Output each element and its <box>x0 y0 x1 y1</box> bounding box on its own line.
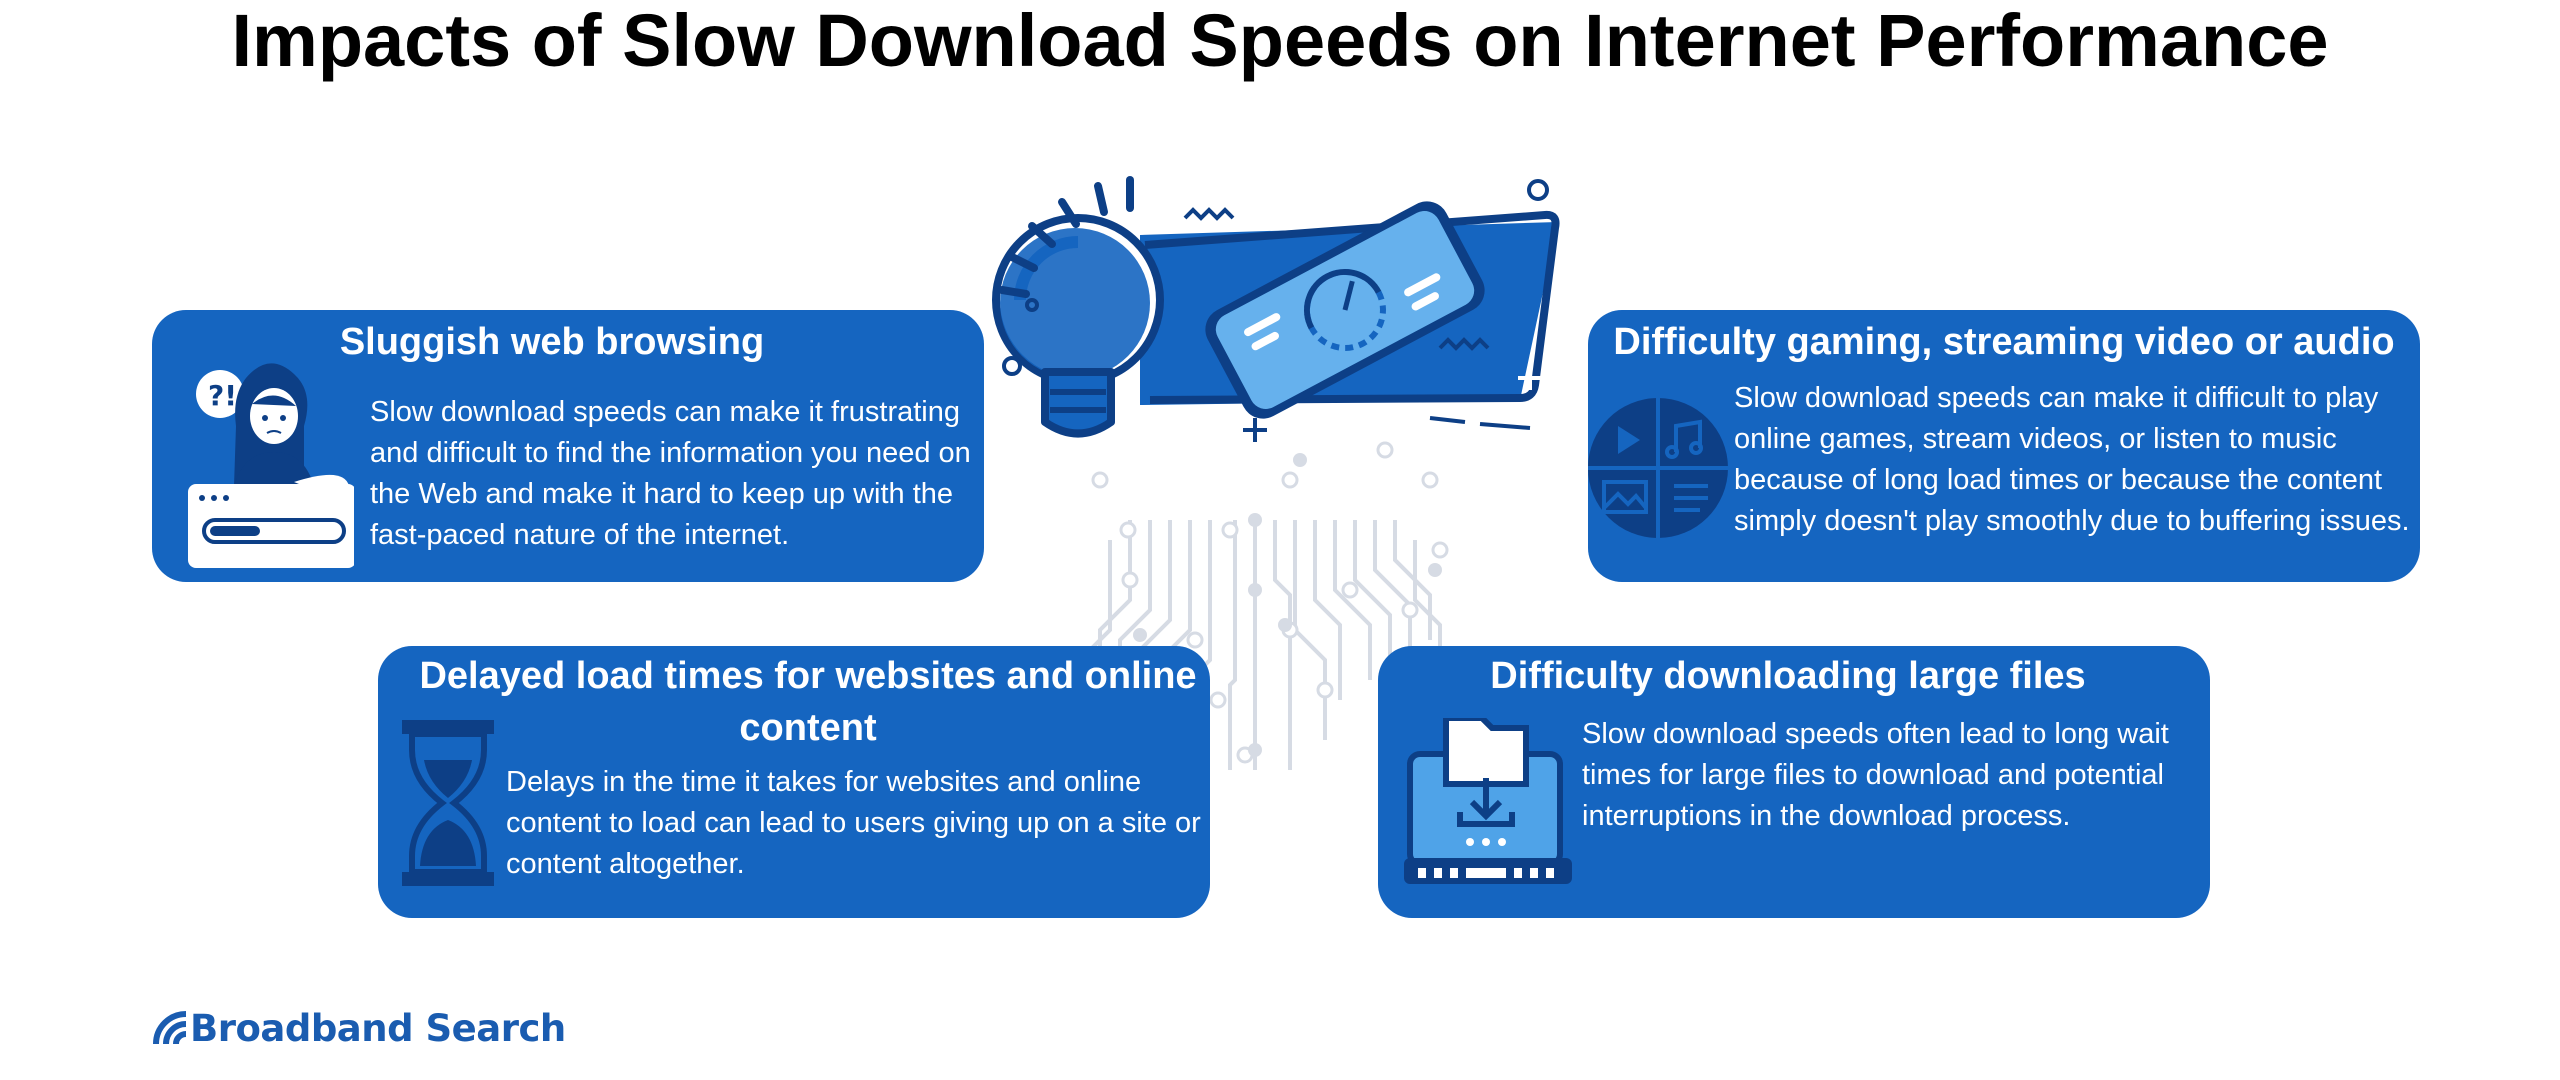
folder-icon <box>1443 715 1529 787</box>
card-gaming-streaming: Difficulty gaming, streaming video or au… <box>1588 310 2420 582</box>
sparkle-icon <box>1518 366 1542 390</box>
lightbulb-icon <box>992 214 1164 438</box>
logo-text: Broadband Search <box>190 1006 566 1050</box>
card-description: Slow download speeds often lead to long … <box>1582 718 2169 832</box>
card-delayed-load-times: Delayed load times for websites and onli… <box>378 646 1210 918</box>
wifi-arc-icon <box>153 1011 187 1045</box>
frustrated-user-loading-icon: ?! <box>174 356 356 568</box>
card-sluggish-browsing: Sluggish web browsing ?! Slow download s… <box>152 310 984 582</box>
light-rays <box>998 176 1134 298</box>
card-title: Difficulty gaming, streaming video or au… <box>1613 321 2395 363</box>
page-title: Impacts of Slow Download Speeds on Inter… <box>231 0 2329 82</box>
card-title: Difficulty downloading large files <box>1490 655 2086 697</box>
decorations <box>1002 179 1549 442</box>
text-lines-icon <box>1674 484 1708 512</box>
play-icon <box>1618 426 1640 454</box>
circuit-dots <box>1133 453 1442 757</box>
hero-illustration <box>990 160 1590 780</box>
card-downloading-large-files: Difficulty downloading large files Slow … <box>1378 646 2210 918</box>
svg-text:?!: ?! <box>208 379 237 412</box>
card-title: Delayed load times for websites and onli… <box>419 655 1197 749</box>
card-description: Delays in the time it takes for websites… <box>506 766 1201 880</box>
card-description: Slow download speeds can make it frustra… <box>370 396 971 551</box>
image-icon <box>1602 480 1648 514</box>
card-description: Slow download speeds can make it difficu… <box>1734 382 2410 537</box>
brand-logo: Broadband Search <box>152 1002 566 1054</box>
smartphone-icon <box>1205 201 1485 419</box>
music-note-icon <box>1665 419 1703 459</box>
media-grid-icon <box>1588 398 1728 538</box>
lightbulb-phone-speedometer-icon <box>992 176 1560 780</box>
hourglass-icon <box>402 720 494 886</box>
laptop-download-icon <box>1404 715 1574 886</box>
card-title: Sluggish web browsing <box>339 321 765 363</box>
